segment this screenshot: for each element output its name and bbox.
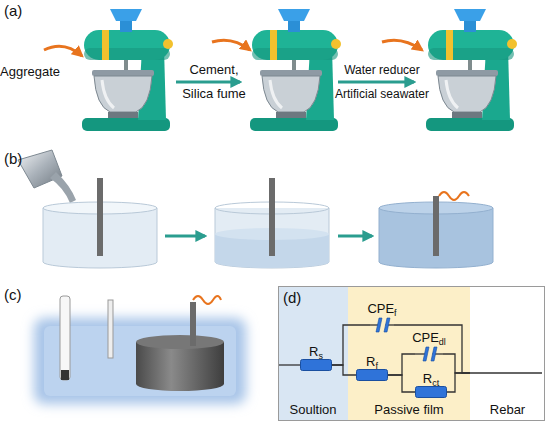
mortar-specimen [136,342,224,391]
element-label: R [366,354,375,369]
rebar-rod [269,178,275,256]
rebar-rod [190,302,196,346]
cpe-symbol [370,318,394,332]
element-subscript: f [394,308,397,318]
cpe-symbol [415,347,443,361]
panel-label: (d) [283,289,323,307]
beaker [215,178,329,268]
element-label: R [309,344,318,359]
cpe-plate [423,347,429,361]
element-label: CPE [367,301,394,316]
signal-wave [439,192,469,200]
reference-electrode [60,296,70,380]
resistor-symbol [300,359,332,371]
step-label: Aggregate [0,64,80,80]
element-label: CPE [412,330,439,345]
electrolyte-bath [44,326,236,396]
element-label-group: Rct [423,372,439,387]
step-arrow [165,235,205,238]
resistor-element: Rct [415,372,447,398]
element-label-group: Rf [366,355,378,370]
step-label: Cement, Silica fume [176,58,252,106]
specimen-top [136,335,224,349]
resistor-body [301,360,332,371]
resistor-body [357,370,388,381]
counter-electrode [108,300,113,358]
element-label-group: CPEf [367,302,396,317]
beaker [379,192,493,268]
beaker [43,178,157,268]
solution-band: Soultion Rs [278,286,348,420]
band-label: Passive film [374,402,443,417]
band-label: Rebar [490,402,525,417]
feed-arrow [44,46,82,56]
band-caption: Passive film [348,402,470,417]
cpe-plate [384,318,390,332]
panel-label: (b) [4,150,44,168]
resistor-symbol [356,369,388,381]
resistor-body [416,387,447,398]
element-subscript: dl [439,337,446,347]
pour-stream [50,172,76,203]
element-label-group: Rs [309,345,323,360]
stand-mixer [426,9,517,131]
step-label: Water reducer Artificial seawater [326,58,438,106]
resistor-element: Rs [300,345,332,371]
stand-mixer [82,9,173,131]
panel-frame [279,287,545,421]
rebar-band: Rebar [470,286,545,420]
electrode-tip [61,370,69,380]
signal-wave [193,296,221,304]
panel-label: (c) [4,286,44,304]
rebar-rod [97,178,103,256]
element-label-group: CPEdl [412,331,446,346]
step-arrow [176,81,240,84]
resistor-element: Rf [356,355,388,381]
passive-film-band: Passive filmCPEfRfCPEdlRct [348,286,470,420]
feed-arrow [212,40,250,50]
element-label: R [423,371,432,386]
stand-mixer [250,9,341,131]
panel-label: (a) [4,2,44,20]
feed-arrow [382,40,422,50]
step-arrow [338,235,372,238]
wire-stub [415,353,426,354]
cpe-element: CPEdl [415,331,443,361]
cpe-element: CPEf [370,302,394,332]
band-label: Soultion [290,402,337,417]
resistor-symbol [415,386,447,398]
step-arrow [338,81,414,84]
cpe-plate [431,347,437,361]
band-caption: Rebar [470,402,545,417]
rebar-rod [433,196,439,256]
band-caption: Soultion [278,402,348,417]
cpe-plate [376,318,382,332]
